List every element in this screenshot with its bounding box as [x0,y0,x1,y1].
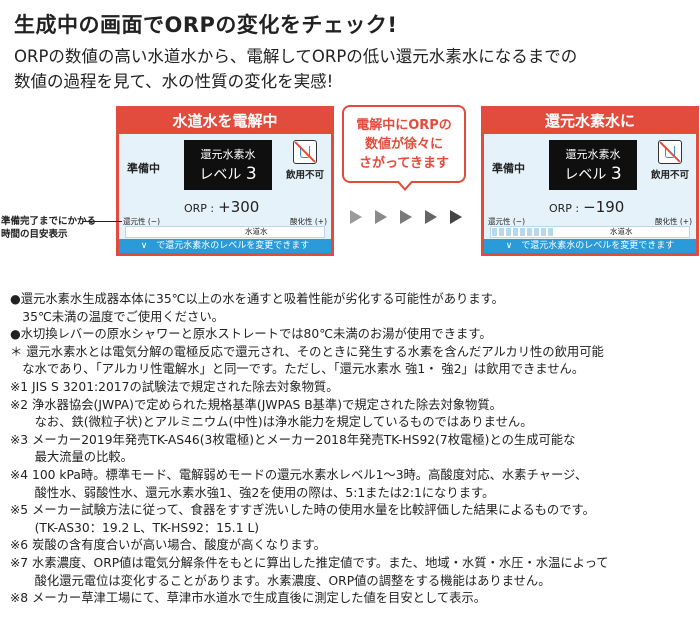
footnote-line: なお、鉄(微粒子状)とアルミニウム(中性)は浄水能力を規定しているものではありま… [10,415,533,430]
no-drink-icon [658,140,682,164]
footnotes: ●還元水素水生成器本体に35℃以上の水を通すと吸着性能が劣化する可能性があります… [10,291,698,608]
orp-bar: 水道水 [490,226,690,238]
scale-reducing-label: 還元性 (−) [123,217,161,226]
footnote-line: な水であり、「アルカリ性電解水」と同一です。ただし、「還元水素水 強1・ 強2」… [10,362,585,377]
screen-level: レベル 3 [549,164,637,184]
orp-bar-segment [534,228,539,236]
drink-label: 飲用不可 [650,170,689,181]
scale-oxidizing-label: 酸化性 (+) [654,217,692,226]
orp-bar-segment [541,228,546,236]
not-drinkable-indicator: 飲用不可 [283,140,327,181]
intro-line: ORPの数値の高い水道水から、電解してORPの低い還元水素水になるまでの [14,47,578,66]
panel-header: 還元水素水に [484,109,696,134]
scale-reducing-label: 還元性 (−) [488,217,526,226]
orp-bar: 水道水 [125,226,325,238]
bubble-line: 電解中にORPの [356,118,452,133]
footnote-line: ※1 JIS S 3201:2017の試験法で規定された除去対象物質。 [10,379,339,394]
footnote-line: ※4 100 kPa時。標準モード、電解弱めモードの還元水素水レベル1〜3時。高… [10,467,588,482]
side-note-line: 時間の目安表示 [1,229,68,240]
footnote-line: ●水切換レバーの原水シャワーと原水ストレートでは80℃未満のお湯が使用できます。 [10,327,492,342]
footnote-line: (TK-AS30：19.2 L、TK-HS92：15.1 L) [10,520,260,535]
speech-bubble: 電解中にORPの 数値が徐々に さがってきます [342,105,466,183]
panel-body: 準備中 還元水素水 レベル 3 飲用不可 ORP :+300 還元性 (−) 酸… [119,134,331,253]
page-title: 生成中の画面でORPの変化をチェック! [14,13,398,37]
scale-oxidizing-label: 酸化性 (+) [289,217,327,226]
arrow-triangle-icon [400,210,412,224]
orp-label: ORP : [549,202,580,215]
footnote-line: 最大流量の比較。 [10,450,133,465]
arrow-triangle-icon [375,210,387,224]
side-note: 準備完了までにかかる 時間の目安表示 [1,215,96,241]
no-drink-icon [293,140,317,164]
bubble-line: 数値が徐々に [364,137,443,152]
panel-tap-water: 水道水を電解中 準備中 還元水素水 レベル 3 飲用不可 ORP :+300 還… [116,106,334,256]
footnote-line: ※5 メーカー試験方法に従って、食器をすすぎ洗いした時の使用水量を比較評価した結… [10,503,595,518]
arrow-triangle-icon [350,210,362,224]
footnote-line: ※2 浄水器協会(JWPA)で定められた規格基準(JWPAS B基準)で規定され… [10,397,502,412]
tap-water-marker: 水道水 [244,227,269,237]
orp-readout: ORP :−190 [549,198,624,216]
display-screen: 還元水素水 レベル 3 [549,140,637,190]
screen-level: レベル 3 [184,164,272,184]
level-number: 3 [610,164,622,184]
display-screen: 還元水素水 レベル 3 [184,140,272,190]
intro-line: 数値の過程を見て、水の性質の変化を実感! [14,72,334,91]
orp-value: +300 [218,198,260,216]
orp-bar-segment [548,228,553,236]
drink-label: 飲用不可 [285,170,324,181]
level-label: レベル [564,167,607,183]
footnote-line: 35℃未満の温度でご使用ください。 [10,309,224,324]
arrow-triangle-icon [425,210,437,224]
bubble-line: さがってきます [359,156,449,171]
side-note-leader-line [82,221,122,222]
orp-bar-segment [520,228,525,236]
panel-body: 準備中 還元水素水 レベル 3 飲用不可 ORP :−190 還元性 (−) 酸… [484,134,696,253]
level-label: レベル [199,167,242,183]
footnote-line: ●還元水素水生成器本体に35℃以上の水を通すと吸着性能が劣化する可能性があります… [10,292,504,306]
screen-mode: 還元水素水 [200,148,256,161]
orp-readout: ORP :+300 [184,198,259,216]
side-note-line: 準備完了までにかかる [1,216,97,227]
footnote-line: ※7 水素濃度、ORP値は電気分解条件をもとに算出した推定値です。また、地域・水… [10,555,609,570]
panel-footer: ∨ で還元水素水のレベルを変更できます [119,239,331,253]
level-number: 3 [245,164,257,184]
status-label: 準備中 [492,162,525,175]
orp-bar-segment [513,228,518,236]
footnote-line: 酸化還元電位は変化することがあります。水素濃度、ORP値の調整をする機能はありま… [10,573,551,588]
not-drinkable-indicator: 飲用不可 [648,140,692,181]
panel-reduced-water: 還元水素水に 準備中 還元水素水 レベル 3 飲用不可 ORP :−190 還元… [481,106,699,256]
panel-footer: ∨ で還元水素水のレベルを変更できます [484,239,696,253]
orp-bar-segment [506,228,511,236]
orp-bar-segment [499,228,504,236]
screen-mode: 還元水素水 [565,148,621,161]
orp-value: −190 [583,198,625,216]
intro-text: ORPの数値の高い水道水から、電解してORPの低い還元水素水になるまでの 数値の… [14,44,694,94]
arrow-triangle-icon [450,210,462,224]
panel-header: 水道水を電解中 [119,109,331,134]
footnote-line: 酸性水、弱酸性水、還元水素水強1、強2を使用の際は、5:1または2:1になります… [10,485,495,500]
orp-bar-segment [492,228,497,236]
tap-water-marker: 水道水 [609,227,634,237]
orp-label: ORP : [184,202,215,215]
footnote-line: ※3 メーカー2019年発売TK-AS46(3枚電極)とメーカー2018年発売T… [10,432,576,447]
status-label: 準備中 [127,162,160,175]
footnote-line: ＊ 還元水素水とは電気分解の電極反応で還元され、そのときに発生する水素を含んだア… [10,344,604,359]
footnote-line: ※6 炭酸の含有度合いが高い場合、酸度が高くなります。 [10,538,326,553]
orp-bar-segment [527,228,532,236]
footnote-line: ※8 メーカー草津工場にて、草津市水道水で生成直後に測定した値を目安として表示。 [10,591,487,606]
bubble-tail-inner [398,180,412,188]
